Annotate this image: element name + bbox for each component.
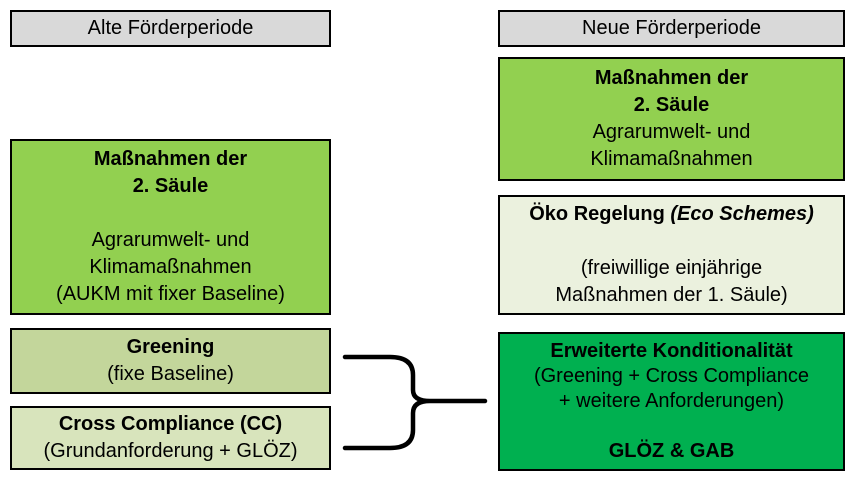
- box-title-line: Öko Regelung (Eco Schemes): [529, 201, 814, 228]
- box-body-line: (Greening + Cross Compliance: [533, 365, 810, 387]
- box-pillar2-new: Maßnahmen der 2. Säule Agrarumwelt- und …: [498, 57, 845, 181]
- box-body-line: (AUKM mit fixer Baseline): [56, 283, 285, 305]
- box-body-line: Agrarumwelt- und: [91, 229, 250, 251]
- box-body-line: Maßnahmen der 1. Säule): [555, 284, 788, 306]
- box-body-line: Agrarumwelt- und: [592, 121, 751, 143]
- eco-schemes-title-english: (Eco Schemes): [670, 203, 814, 225]
- box-greening: Greening (fixe Baseline): [10, 328, 331, 394]
- old-period-header-label: Alte Förderperiode: [87, 17, 254, 39]
- brace-connector: [342, 354, 488, 451]
- new-period-header: Neue Förderperiode: [498, 10, 845, 47]
- new-period-header-label: Neue Förderperiode: [582, 17, 761, 39]
- box-cross-compliance: Cross Compliance (CC) (Grundanforderung …: [10, 406, 331, 470]
- box-title-line: Erweiterte Konditionalität: [550, 340, 793, 362]
- box-body-line: (fixe Baseline): [107, 363, 234, 385]
- eco-schemes-title: Öko Regelung: [529, 203, 665, 225]
- box-extended-conditionality: Erweiterte Konditionalität (Greening + C…: [498, 332, 845, 471]
- box-title-line: Cross Compliance (CC): [58, 413, 283, 435]
- box-body-line: (freiwillige einjährige: [580, 257, 763, 279]
- old-period-header: Alte Förderperiode: [10, 10, 331, 47]
- box-title-line: 2. Säule: [633, 94, 710, 116]
- box-body-line: Klimamaßnahmen: [89, 256, 252, 278]
- box-body-line: (Grundanforderung + GLÖZ): [43, 440, 298, 462]
- box-title-line: Maßnahmen der: [594, 67, 749, 89]
- box-body-line: + weitere Anforderungen): [558, 390, 785, 412]
- box-title-line: Greening: [126, 336, 215, 358]
- box-footer-line: GLÖZ & GAB: [608, 440, 735, 462]
- box-title-line: 2. Säule: [132, 175, 209, 197]
- box-pillar2-old: Maßnahmen der 2. Säule Agrarumwelt- und …: [10, 139, 331, 315]
- box-body-line: Klimamaßnahmen: [590, 148, 753, 170]
- box-title-line: Maßnahmen der: [93, 148, 248, 170]
- box-eco-schemes: Öko Regelung (Eco Schemes) (freiwillige …: [498, 195, 845, 315]
